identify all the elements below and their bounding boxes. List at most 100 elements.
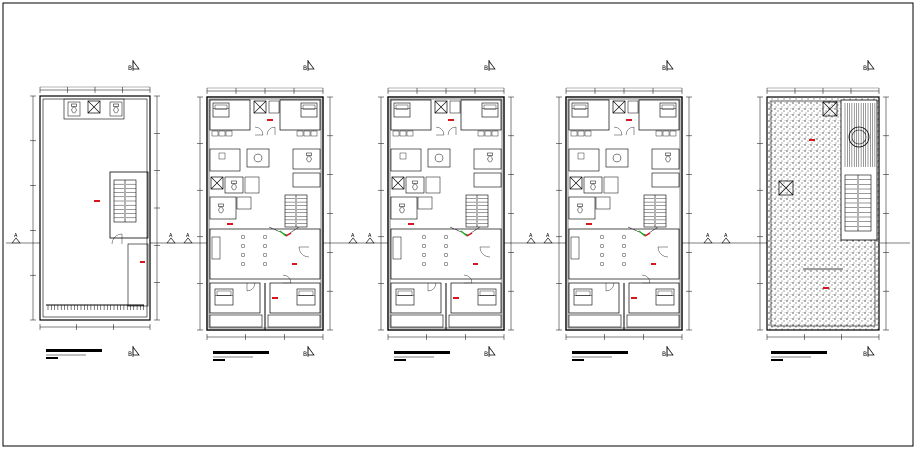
door-swing	[605, 282, 615, 292]
section-arrow-icon	[703, 237, 713, 244]
section-cut-letter: B	[128, 351, 132, 358]
sofa	[211, 236, 221, 260]
section-cut-letter: A	[724, 233, 728, 239]
bedroom-top-left	[209, 99, 251, 131]
column-icon	[622, 243, 627, 248]
toilet	[231, 180, 237, 191]
bath-lower	[390, 196, 418, 220]
toilet-tank	[665, 152, 671, 156]
column-icon	[444, 243, 449, 248]
door-swing	[111, 233, 123, 245]
section-cut-flag-icon	[867, 59, 875, 70]
table-icon	[253, 153, 263, 163]
section-arrow-icon	[166, 237, 176, 244]
toilet-tank	[306, 152, 312, 156]
section-cut-flag-icon	[488, 345, 496, 356]
bedroom-top-right	[279, 99, 321, 131]
duct	[236, 196, 252, 210]
laundry	[425, 176, 441, 194]
stair	[284, 194, 308, 228]
bed-pillow	[216, 290, 232, 297]
bedroom-top-right	[638, 99, 680, 131]
plan-scale-bar	[213, 359, 225, 361]
toilet-tank	[577, 203, 583, 207]
plan-scale-bar	[46, 357, 58, 359]
cabinet	[218, 130, 226, 137]
label-red	[227, 223, 233, 225]
toilet-tank	[71, 103, 77, 107]
section-b-marker-top: B	[662, 59, 674, 72]
bed-frame	[395, 288, 415, 306]
balcony-right	[448, 314, 502, 328]
closet	[268, 100, 280, 114]
bedroom-bottom-right	[628, 282, 680, 314]
bed	[571, 102, 589, 118]
label-red	[140, 261, 145, 263]
column-icon	[600, 262, 605, 267]
cabinet	[211, 130, 219, 137]
section-b-marker-top: B	[303, 59, 315, 72]
door-swing	[246, 282, 256, 292]
toilet-bowl	[577, 206, 583, 214]
column-icon	[600, 243, 605, 248]
door-swing	[447, 126, 457, 136]
section-cut-letter: B	[303, 65, 307, 72]
section-cut-letter: B	[863, 65, 867, 72]
shaft-outline	[778, 180, 794, 196]
toilet	[665, 152, 671, 163]
section-a-marker: A	[526, 233, 536, 244]
bed	[212, 102, 230, 118]
bed-pillow	[298, 290, 314, 297]
section-cut-flag-icon	[666, 59, 674, 70]
column-icon	[600, 234, 605, 239]
section-cut-flag-icon	[307, 59, 315, 70]
toilet-bowl	[231, 183, 237, 191]
bed-pillow	[483, 104, 497, 110]
bath-mid	[224, 176, 244, 194]
label-red	[626, 119, 632, 121]
section-cut-flag-icon	[867, 345, 875, 356]
kitchen	[209, 148, 241, 172]
column-strip	[127, 243, 149, 307]
living-room	[390, 228, 502, 280]
bed-frame	[573, 288, 593, 306]
section-b-marker-bottom: B	[303, 345, 315, 358]
cabinet	[392, 130, 400, 137]
column-icon	[240, 243, 245, 248]
door-swing	[266, 126, 276, 136]
label-red	[272, 297, 278, 299]
cabinet	[310, 130, 318, 137]
bed-pillow	[214, 104, 228, 110]
label-red	[448, 119, 454, 121]
toilet-bowl	[590, 183, 596, 191]
shaft-outline	[822, 101, 838, 117]
section-a-marker: A	[543, 233, 553, 244]
shaft-cross	[434, 100, 448, 114]
bed	[573, 288, 593, 306]
toilet-tank	[487, 152, 493, 156]
shaft-cross	[87, 100, 101, 114]
toilet-tank	[412, 180, 418, 184]
toilet-bowl	[412, 183, 418, 191]
north-marker-red	[644, 232, 651, 237]
stair	[643, 194, 667, 228]
section-arrow-icon	[348, 237, 358, 244]
bed-pillow	[657, 290, 673, 297]
column-icon	[263, 262, 268, 267]
sink	[577, 152, 585, 160]
column-icon	[444, 252, 449, 257]
bed-frame	[296, 288, 316, 306]
cabinet	[399, 130, 407, 137]
toilet	[218, 203, 224, 214]
bed	[477, 288, 497, 306]
toilet	[113, 103, 119, 114]
toilet-room	[109, 101, 123, 117]
bedroom-bottom-right	[269, 282, 321, 314]
stair	[844, 174, 872, 232]
label-red	[586, 223, 592, 225]
cabinet	[669, 130, 677, 137]
balcony-right	[267, 314, 321, 328]
closet	[449, 100, 461, 114]
shaft	[822, 101, 838, 117]
bed-frame	[571, 102, 589, 118]
